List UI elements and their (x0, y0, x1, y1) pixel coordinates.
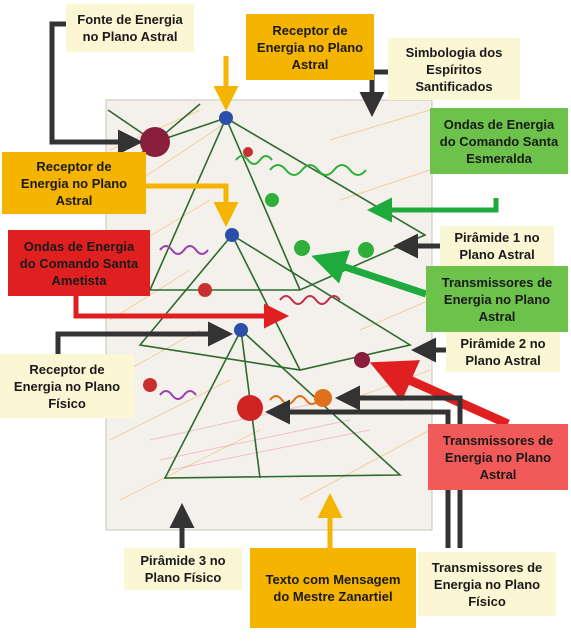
label-fonte-energia-astral: Fonte de Energia no Plano Astral (66, 4, 194, 52)
label-transmissores-fisico: Transmissores de Energia no Plano Físico (418, 552, 556, 616)
label-texto-mensagem: Texto com Mensagem do Mestre Zanartiel (250, 548, 416, 628)
label-receptor-astral-esquerda: Receptor de Energia no Plano Astral (2, 152, 146, 214)
label-piramide-2: Pirâmide 2 no Plano Astral (446, 332, 560, 372)
drawing-dots (140, 111, 374, 421)
label-piramide-1: Pirâmide 1 no Plano Astral (440, 226, 554, 266)
energy-waves (159, 155, 367, 405)
label-receptor-topo: Receptor de Energia no Plano Astral (246, 14, 374, 80)
label-ondas-esmeralda: Ondas de Energia do Comando Santa Esmera… (430, 108, 568, 174)
label-transmissores-astral-verde: Transmissores de Energia no Plano Astral (426, 266, 568, 332)
pointer-arrows (49, 21, 510, 548)
label-simbologia: Simbologia dos Espíritos Santificados (388, 38, 520, 100)
label-receptor-fisico: Receptor de Energia no Plano Físico (0, 354, 134, 418)
label-transmissores-astral-vermelho: Transmissores de Energia no Plano Astral (428, 424, 568, 490)
label-piramide-3: Pirâmide 3 no Plano Físico (124, 548, 242, 590)
pyramid-lines (107, 103, 427, 479)
label-ondas-ametista: Ondas de Energia do Comando Santa Ametis… (8, 230, 150, 296)
